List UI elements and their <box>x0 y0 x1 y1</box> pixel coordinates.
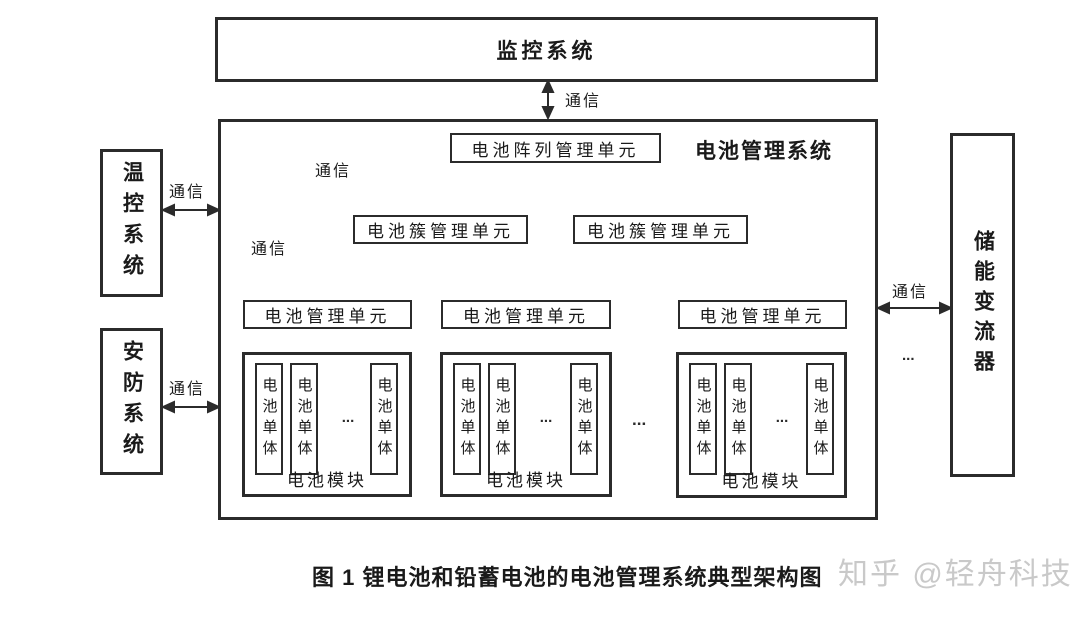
right-ellipsis: ... <box>902 347 915 364</box>
battery-cell-label: 电池单体 <box>493 377 511 461</box>
temp-control-system-box: 温控系统 <box>100 149 163 297</box>
battery-management-unit-3-box: 电池管理单元 <box>678 300 847 329</box>
watermark: 知乎 @轻舟科技 <box>838 558 1073 591</box>
battery-cell-box: 电池单体 <box>570 363 598 475</box>
monitoring-system-label: 监控系统 <box>496 39 597 63</box>
array-management-unit-box: 电池阵列管理单元 <box>450 133 661 163</box>
battery-management-unit-3-label: 电池管理单元 <box>699 307 826 326</box>
battery-cell-label: 电池单体 <box>729 377 747 461</box>
battery-cell-box: 电池单体 <box>806 363 834 475</box>
battery-cell-label: 电池单体 <box>575 377 593 461</box>
comm-label-left-2: 通信 <box>169 381 206 398</box>
cluster-management-unit-2-box: 电池簇管理单元 <box>573 215 748 244</box>
comm-label-inner-2: 通信 <box>251 241 288 258</box>
arrowhead-up <box>541 78 555 93</box>
battery-cell-label: 电池单体 <box>458 377 476 461</box>
battery-cell-box: 电池单体 <box>370 363 398 475</box>
arrowhead-left <box>875 301 890 315</box>
battery-module-1-box: 电池单体 电池单体 ... 电池单体 电池模块 <box>242 352 412 497</box>
battery-module-3-label: 电池模块 <box>721 472 802 491</box>
module-ellipsis: ... <box>341 409 355 426</box>
module-ellipsis: ... <box>539 409 553 426</box>
battery-management-unit-2-box: 电池管理单元 <box>441 300 611 329</box>
modules-ellipsis: ... <box>632 410 647 429</box>
monitoring-system-box: 监控系统 <box>215 17 878 82</box>
comm-label-inner-1: 通信 <box>315 163 352 180</box>
battery-management-unit-2-label: 电池管理单元 <box>463 307 589 326</box>
comm-label-right: 通信 <box>892 284 929 301</box>
battery-cell-label: 电池单体 <box>375 377 393 461</box>
temp-control-system-label: 温控系统 <box>120 161 144 285</box>
battery-management-unit-1-box: 电池管理单元 <box>243 300 412 329</box>
cluster-management-unit-2-label: 电池簇管理单元 <box>587 222 734 241</box>
battery-cell-box: 电池单体 <box>689 363 717 475</box>
figure-caption: 图 1 锂电池和铅蓄电池的电池管理系统典型架构图 <box>312 565 823 590</box>
storage-converter-label: 储能变流器 <box>971 230 995 380</box>
battery-cell-label: 电池单体 <box>811 377 829 461</box>
battery-module-2-box: 电池单体 电池单体 ... 电池单体 电池模块 <box>440 352 612 497</box>
battery-management-unit-1-label: 电池管理单元 <box>264 307 391 326</box>
module-ellipsis: ... <box>775 409 789 426</box>
battery-cell-box: 电池单体 <box>453 363 481 475</box>
battery-cell-box: 电池单体 <box>290 363 318 475</box>
battery-cell-label: 电池单体 <box>295 377 313 461</box>
battery-module-2-label: 电池模块 <box>486 471 566 490</box>
bms-title: 电池管理系统 <box>695 140 833 163</box>
cluster-management-unit-1-box: 电池簇管理单元 <box>353 215 528 244</box>
battery-cell-label: 电池单体 <box>260 377 278 461</box>
security-system-label: 安防系统 <box>120 339 144 464</box>
arrowhead-left <box>160 203 175 217</box>
battery-module-1-label: 电池模块 <box>287 471 367 490</box>
battery-cell-box: 电池单体 <box>255 363 283 475</box>
battery-cell-box: 电池单体 <box>488 363 516 475</box>
battery-cell-box: 电池单体 <box>724 363 752 475</box>
battery-cell-label: 电池单体 <box>694 377 712 461</box>
arrowhead-down <box>541 106 555 121</box>
storage-converter-box: 储能变流器 <box>950 133 1015 477</box>
battery-module-3-box: 电池单体 电池单体 ... 电池单体 电池模块 <box>676 352 847 498</box>
comm-label-top: 通信 <box>565 93 602 110</box>
cluster-management-unit-1-label: 电池簇管理单元 <box>367 222 514 241</box>
comm-label-left-1: 通信 <box>169 184 206 201</box>
security-system-box: 安防系统 <box>100 328 163 475</box>
arrowhead-left <box>160 400 175 414</box>
array-management-unit-label: 电池阵列管理单元 <box>471 140 640 160</box>
